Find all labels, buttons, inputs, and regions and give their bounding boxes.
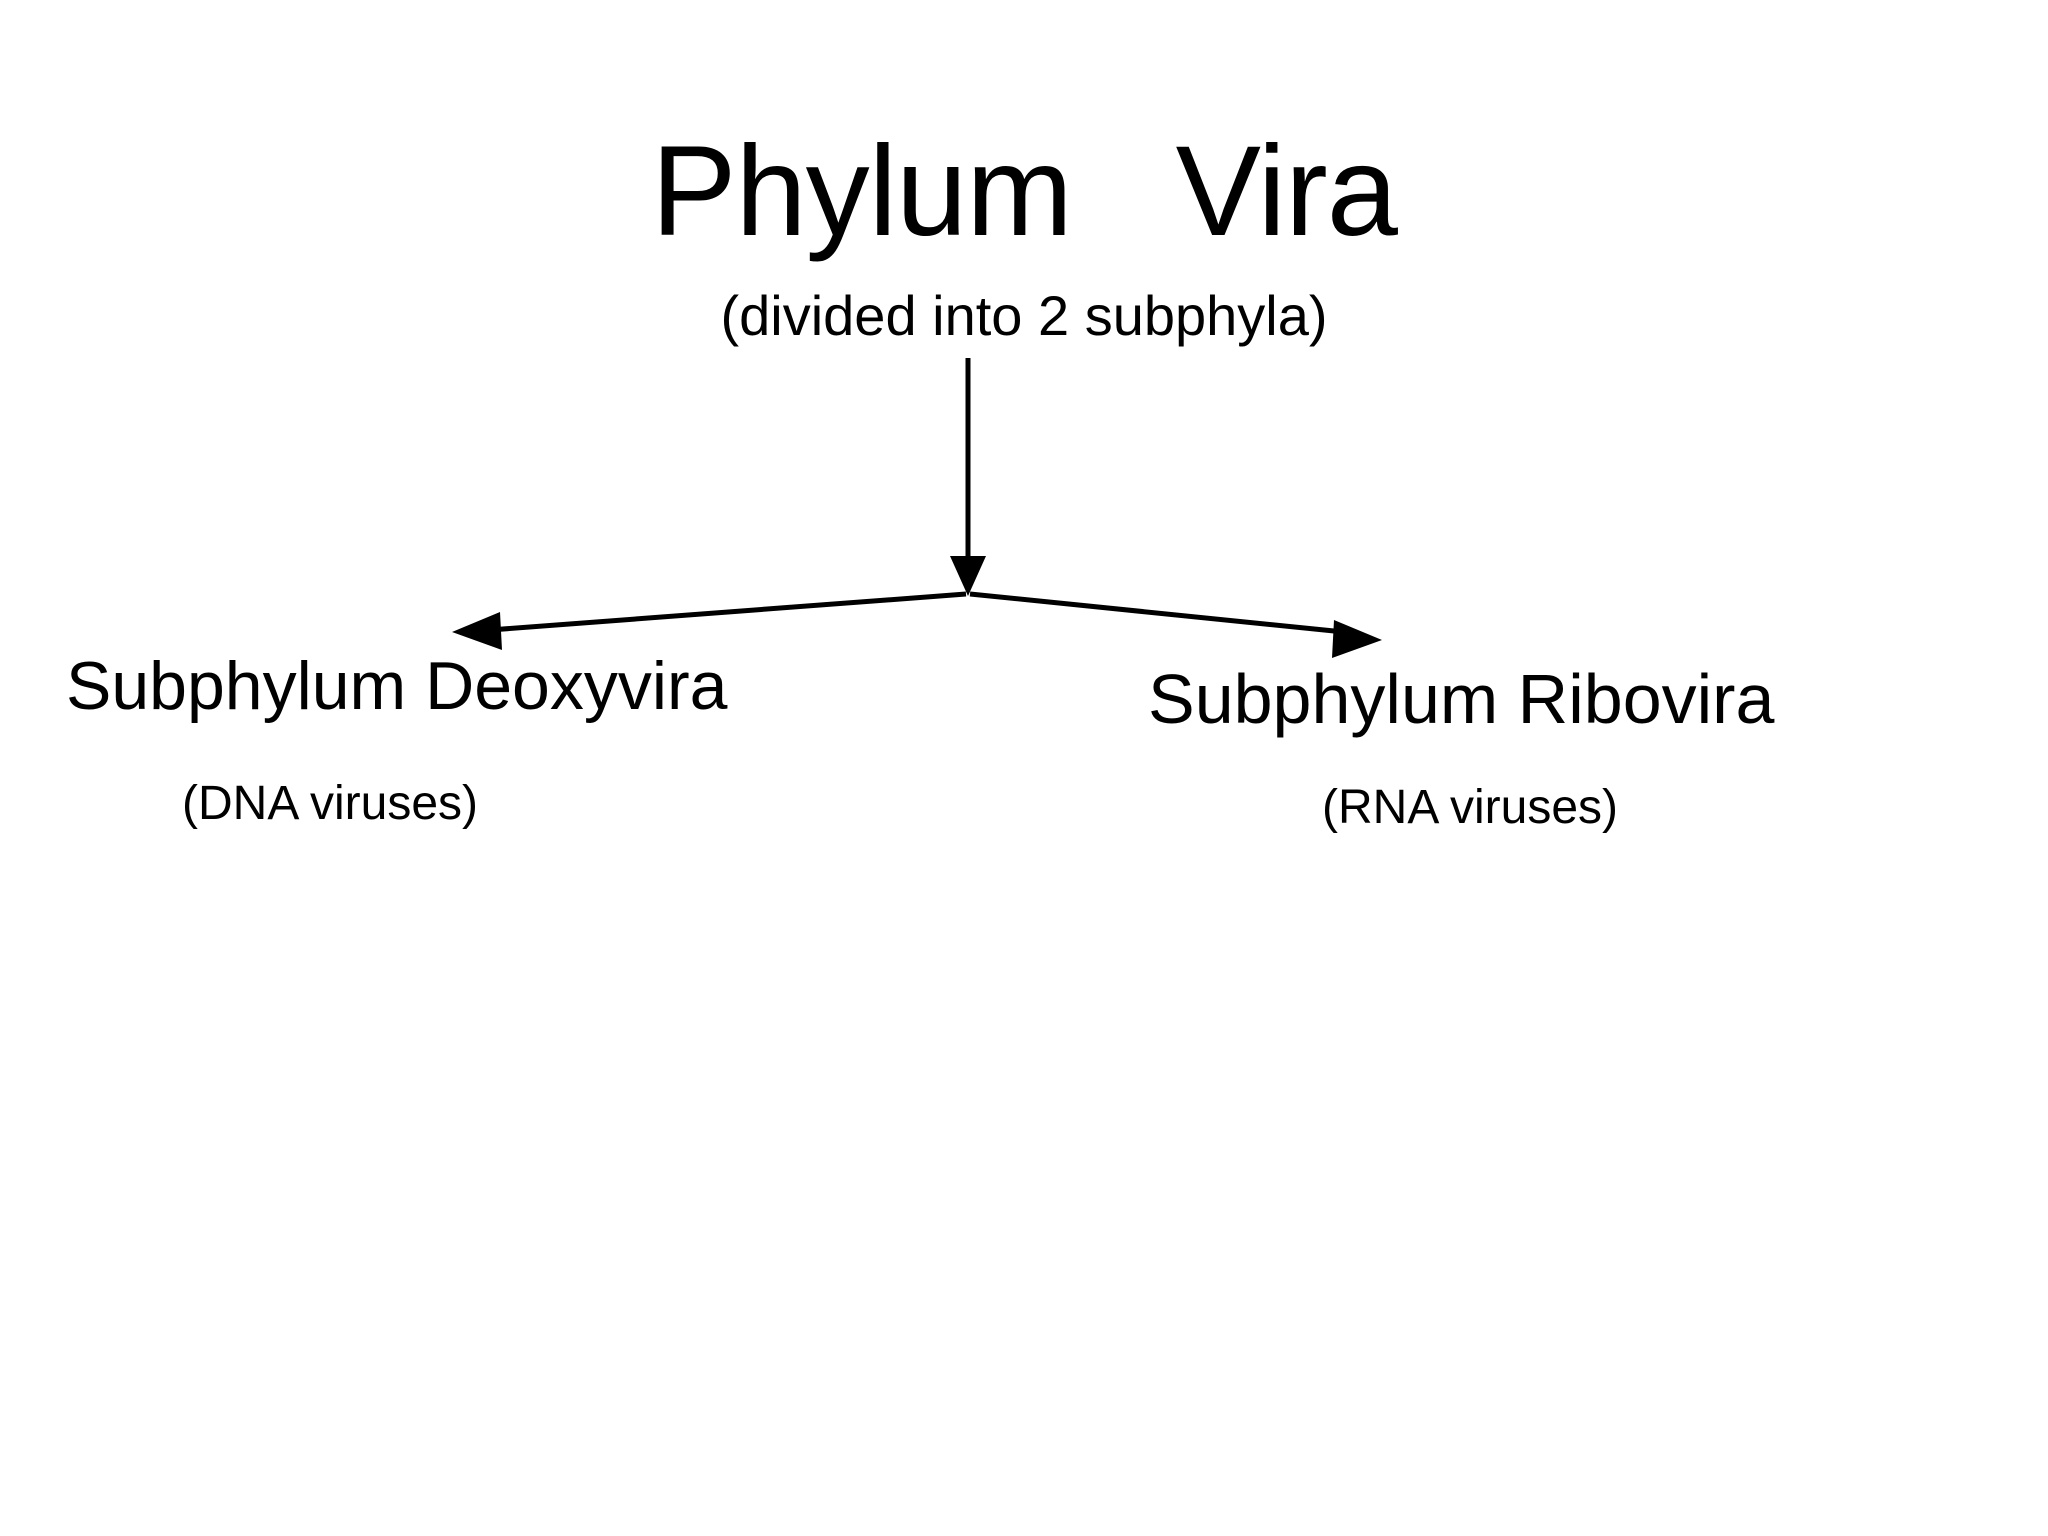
page-subtitle: (divided into 2 subphyla) <box>720 284 1328 347</box>
arrow-down-icon <box>950 358 986 596</box>
branch-label-deoxyvira: Subphylum Deoxyvira <box>66 648 728 724</box>
branch-caption-deoxyvira: (DNA viruses) <box>182 777 479 830</box>
branch-label-ribovira: Subphylum Ribovira <box>1148 660 1775 738</box>
arrow-left-icon <box>452 591 967 650</box>
arrow-right-icon <box>969 591 1382 658</box>
page-title: Phylum Vira <box>651 120 1398 263</box>
branch-caption-ribovira: (RNA viruses) <box>1322 781 1619 834</box>
